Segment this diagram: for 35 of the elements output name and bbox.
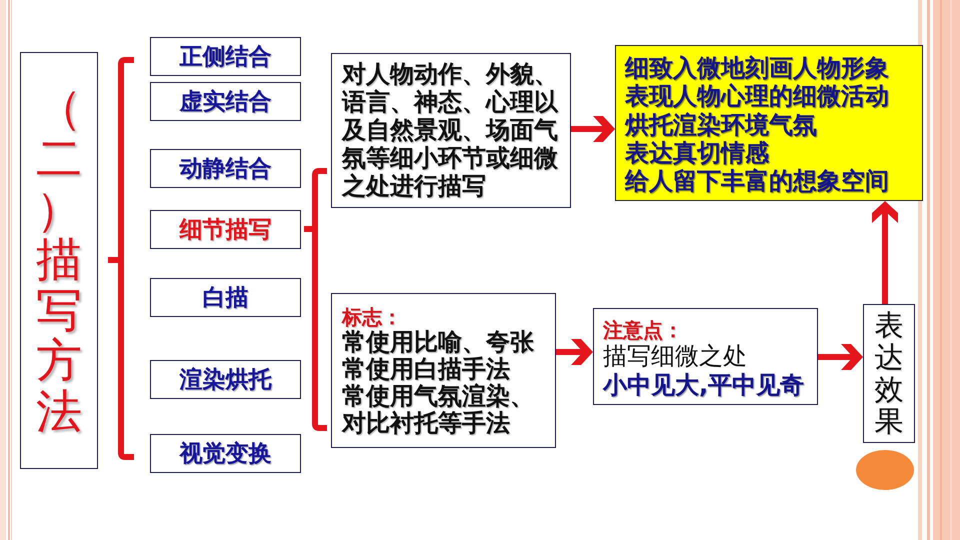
effect-box bbox=[615, 45, 923, 201]
description-box bbox=[331, 53, 571, 208]
description-text: 对人物动作、外貌、语言、神态、心理以及自然景观、场面气氛等细小环节或细微之处进行描写 bbox=[342, 61, 560, 201]
method-label: 渲染烘托 bbox=[180, 366, 272, 394]
motto-text: 小中见大,平中见奇 bbox=[603, 371, 804, 399]
method-label: 正侧结合 bbox=[180, 42, 272, 70]
effect-text: 烘托渲染环境气氛 bbox=[625, 110, 817, 139]
feature-text: 常使用比喻、夸张 bbox=[342, 330, 534, 356]
method-box bbox=[150, 360, 301, 399]
effect-text: 细致入微地刻画人物形象 bbox=[625, 54, 889, 82]
method-label: 视觉变换 bbox=[180, 440, 272, 468]
feature-box bbox=[331, 293, 556, 448]
feature-text: 常使用白描手法 bbox=[342, 357, 510, 383]
note-box bbox=[593, 308, 818, 405]
method-label: 虚实结合 bbox=[180, 88, 272, 116]
method-box bbox=[150, 149, 301, 188]
vertical-label: 表达效果 bbox=[874, 311, 904, 439]
effect-text: 表达真切情感 bbox=[625, 138, 769, 168]
method-box bbox=[150, 210, 301, 249]
heading-text: 标志： bbox=[342, 304, 402, 330]
effect-text: 给人留下丰富的想象空间 bbox=[625, 167, 889, 196]
title-text: （二）描写方法 bbox=[36, 83, 82, 438]
feature-text: 常使用气氛渲染、对比衬托等手法 bbox=[342, 384, 535, 438]
method-box bbox=[150, 278, 301, 317]
method-box bbox=[150, 37, 301, 76]
label-box bbox=[863, 304, 915, 443]
title-box bbox=[20, 52, 98, 469]
method-label: 白描 bbox=[202, 284, 248, 312]
method-box bbox=[150, 434, 301, 473]
method-label: 动静结合 bbox=[180, 154, 272, 182]
effect-text: 表现人物心理的细微活动 bbox=[625, 82, 889, 111]
heading-text: 注意点： bbox=[603, 317, 683, 343]
note-text: 描写细微之处 bbox=[603, 343, 747, 371]
method-box bbox=[150, 82, 301, 121]
method-label: 细节描写 bbox=[180, 216, 272, 244]
